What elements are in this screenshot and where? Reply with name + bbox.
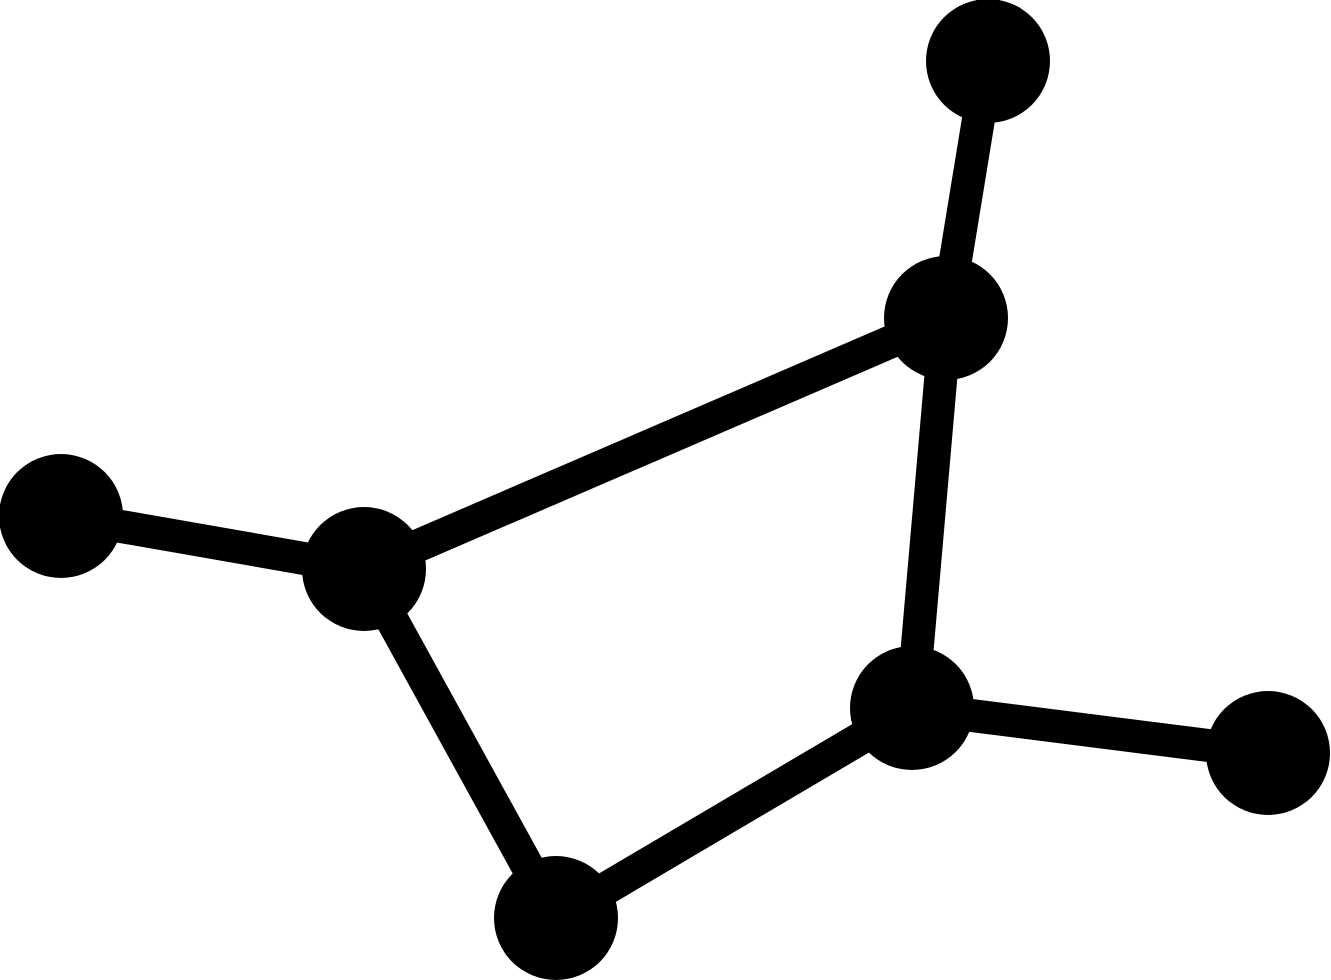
edge-node-center-left-node-bottom	[349, 561, 571, 926]
node-upper-right	[884, 256, 1008, 380]
node-top	[926, 0, 1050, 123]
edges-group	[58, 58, 1271, 933]
node-bottom	[494, 856, 618, 980]
node-far-right	[1206, 691, 1330, 815]
node-center-left	[302, 507, 426, 631]
edge-node-upper-right-node-lower-right	[895, 316, 963, 710]
edge-node-upper-right-node-center-left	[357, 302, 953, 585]
edge-node-lower-right-node-bottom	[547, 693, 921, 933]
node-left	[0, 454, 123, 578]
node-lower-right	[850, 646, 974, 770]
